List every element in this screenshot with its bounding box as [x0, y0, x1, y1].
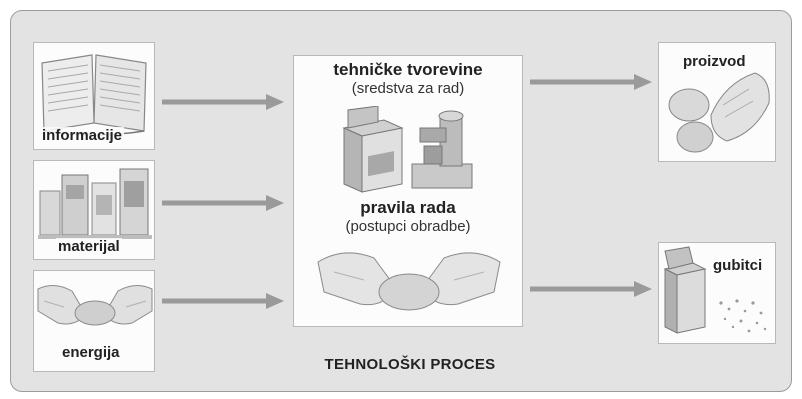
input-label-energija: energija: [60, 344, 122, 361]
arrow-informacije: [162, 94, 284, 110]
arrow-materijal: [162, 195, 284, 211]
center-subtitle-sredstva: (sredstva za rad): [351, 80, 465, 97]
bread-product-icon: [668, 72, 770, 153]
waste-bin-icon: [663, 246, 767, 334]
input-card-energija: energija: [33, 270, 155, 372]
material-packages-icon: [38, 168, 152, 239]
arrow-energija: [162, 293, 284, 309]
machine-icon: [411, 110, 473, 189]
center-title-tvorevine: tehničke tvorevine: [333, 60, 483, 79]
center-subtitle-postupci: (postupci obradbe): [345, 218, 471, 235]
stove-icon: [342, 106, 404, 193]
hands-energy-icon: [37, 285, 153, 326]
arrow-gubitci: [530, 281, 652, 297]
output-label-proizvod: proizvod: [683, 53, 746, 70]
footer-title: TEHNOLOŠKI PROCES: [324, 356, 496, 373]
output-card-proizvod: proizvod: [658, 42, 776, 162]
arrow-proizvod: [530, 74, 652, 90]
process-card: tehničke tvorevine (sredstva za rad) pra…: [293, 55, 523, 327]
hands-shaping-icon: [317, 252, 501, 311]
center-title-pravila: pravila rada: [360, 198, 456, 217]
input-label-materijal: materijal: [56, 238, 122, 255]
output-label-gubitci: gubitci: [713, 257, 763, 274]
input-card-informacije: informacije: [33, 42, 155, 150]
input-card-materijal: materijal: [33, 160, 155, 260]
output-card-gubitci: gubitci: [658, 242, 776, 344]
input-label-informacije: informacije: [40, 127, 125, 144]
